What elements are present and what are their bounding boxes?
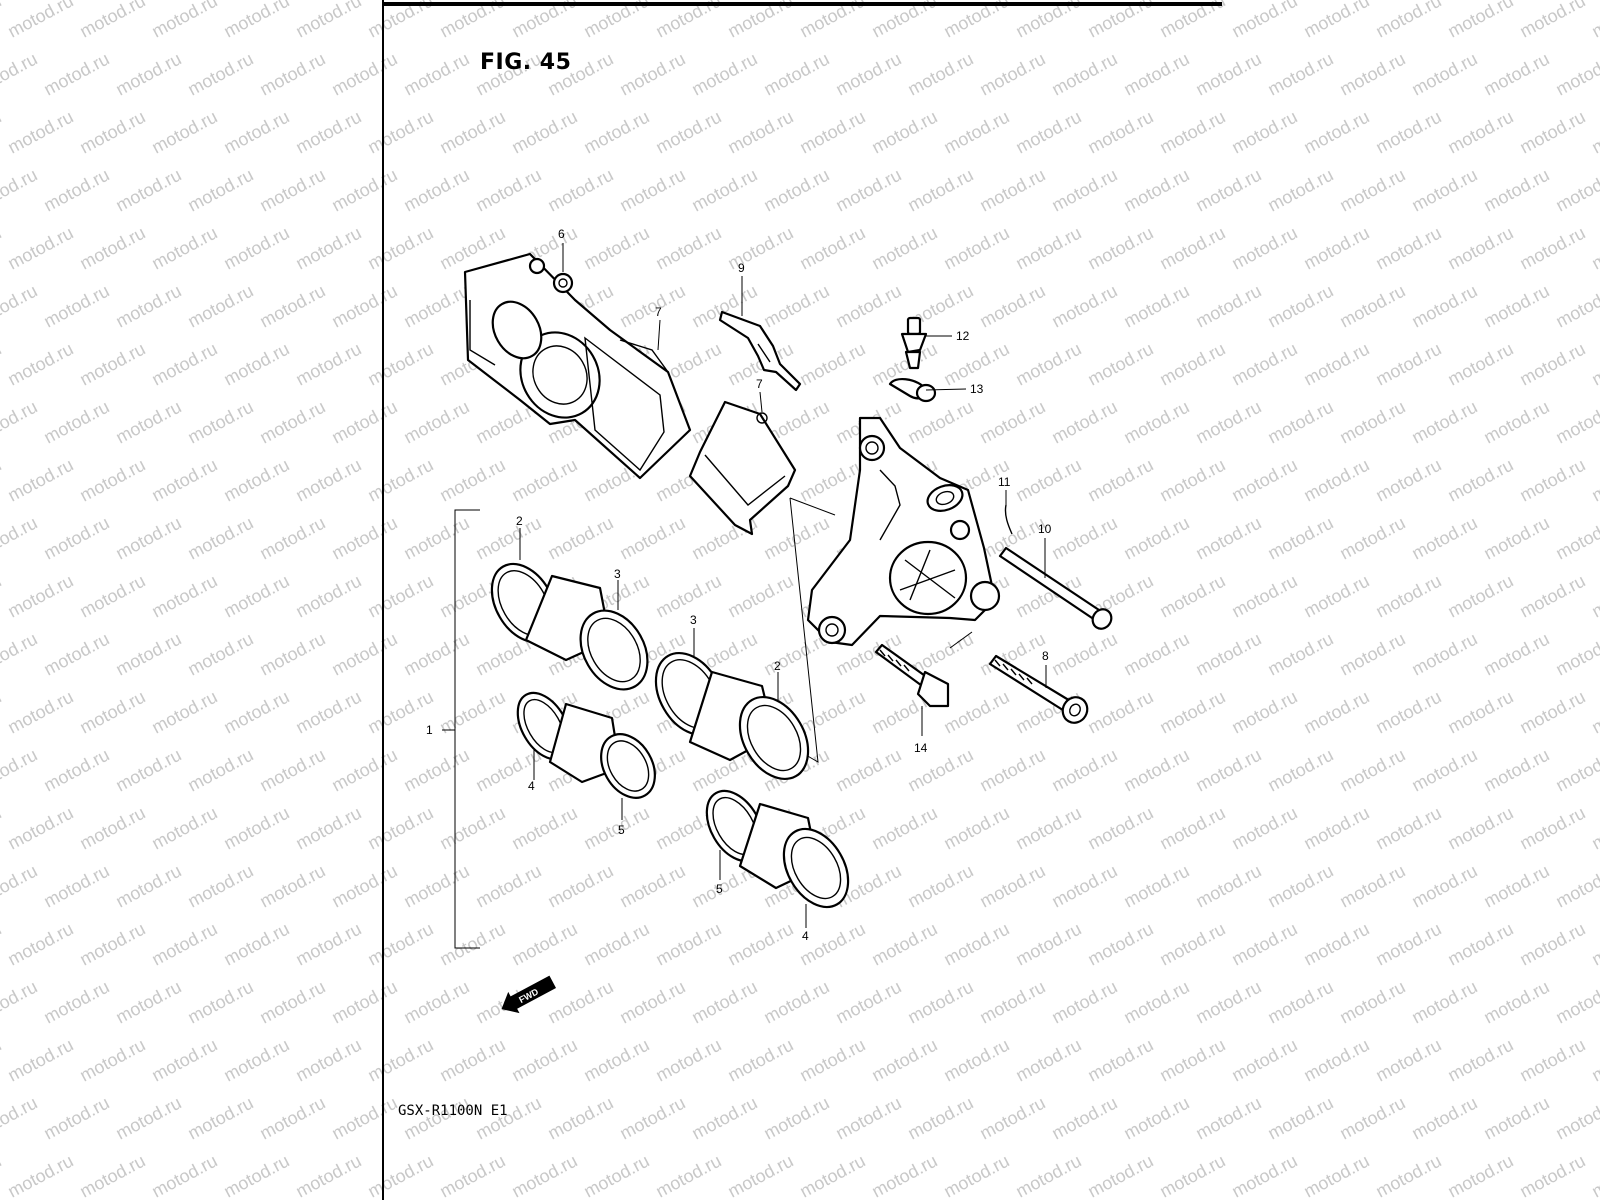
pad-pin: [998, 546, 1113, 630]
pad-pin-clip: [1004, 504, 1013, 535]
model-code: GSX-R1100N E1: [398, 1103, 508, 1119]
piston-seal-group-d: [705, 789, 850, 909]
brake-pad: [688, 400, 797, 536]
callout-1: 1: [426, 723, 433, 737]
callout-4-b: 4: [802, 929, 809, 943]
callout-7: 7: [655, 305, 662, 319]
callout-6: 6: [558, 227, 565, 241]
caliper-bolt-14: [874, 643, 950, 708]
callout-9: 9: [738, 261, 745, 275]
caliper-bolt-8: [988, 654, 1089, 724]
callout-2: 2: [516, 514, 523, 528]
callout-12: 12: [956, 329, 970, 343]
callout-11: 11: [998, 475, 1011, 489]
caliper-inner-half: [806, 416, 1001, 647]
piston-seal-group-a: [490, 562, 649, 691]
piston-seal-group-b: [516, 691, 656, 799]
callout-7-b: 7: [756, 377, 763, 391]
callout-2-b: 2: [774, 659, 781, 673]
callout-5-b: 5: [716, 882, 723, 896]
callout-numbers: 1 2 3 4 5 2 3 5 4 6 7 7 8 9 10 11 12 13 …: [426, 227, 1052, 943]
forward-direction-arrow: FWD: [501, 975, 557, 1014]
callout-3: 3: [614, 567, 621, 581]
figure-title: FIG. 45: [480, 50, 572, 75]
callout-8: 8: [1042, 649, 1049, 663]
piston-seal-group-c: [654, 651, 810, 781]
callout-13: 13: [970, 382, 984, 396]
callout-4: 4: [528, 779, 535, 793]
callout-14: 14: [914, 741, 928, 755]
callout-10: 10: [1038, 522, 1052, 536]
leader-lines: [519, 243, 1047, 928]
bleeder-cap: [888, 378, 937, 403]
kit-bracket: [454, 509, 480, 949]
caliper-outer-half: [463, 252, 692, 480]
pad-spring: [718, 310, 802, 392]
callout-3-b: 3: [690, 613, 697, 627]
envelope-line-2: [949, 631, 973, 649]
callout-5: 5: [618, 823, 625, 837]
bleeder-screw: [900, 316, 928, 370]
